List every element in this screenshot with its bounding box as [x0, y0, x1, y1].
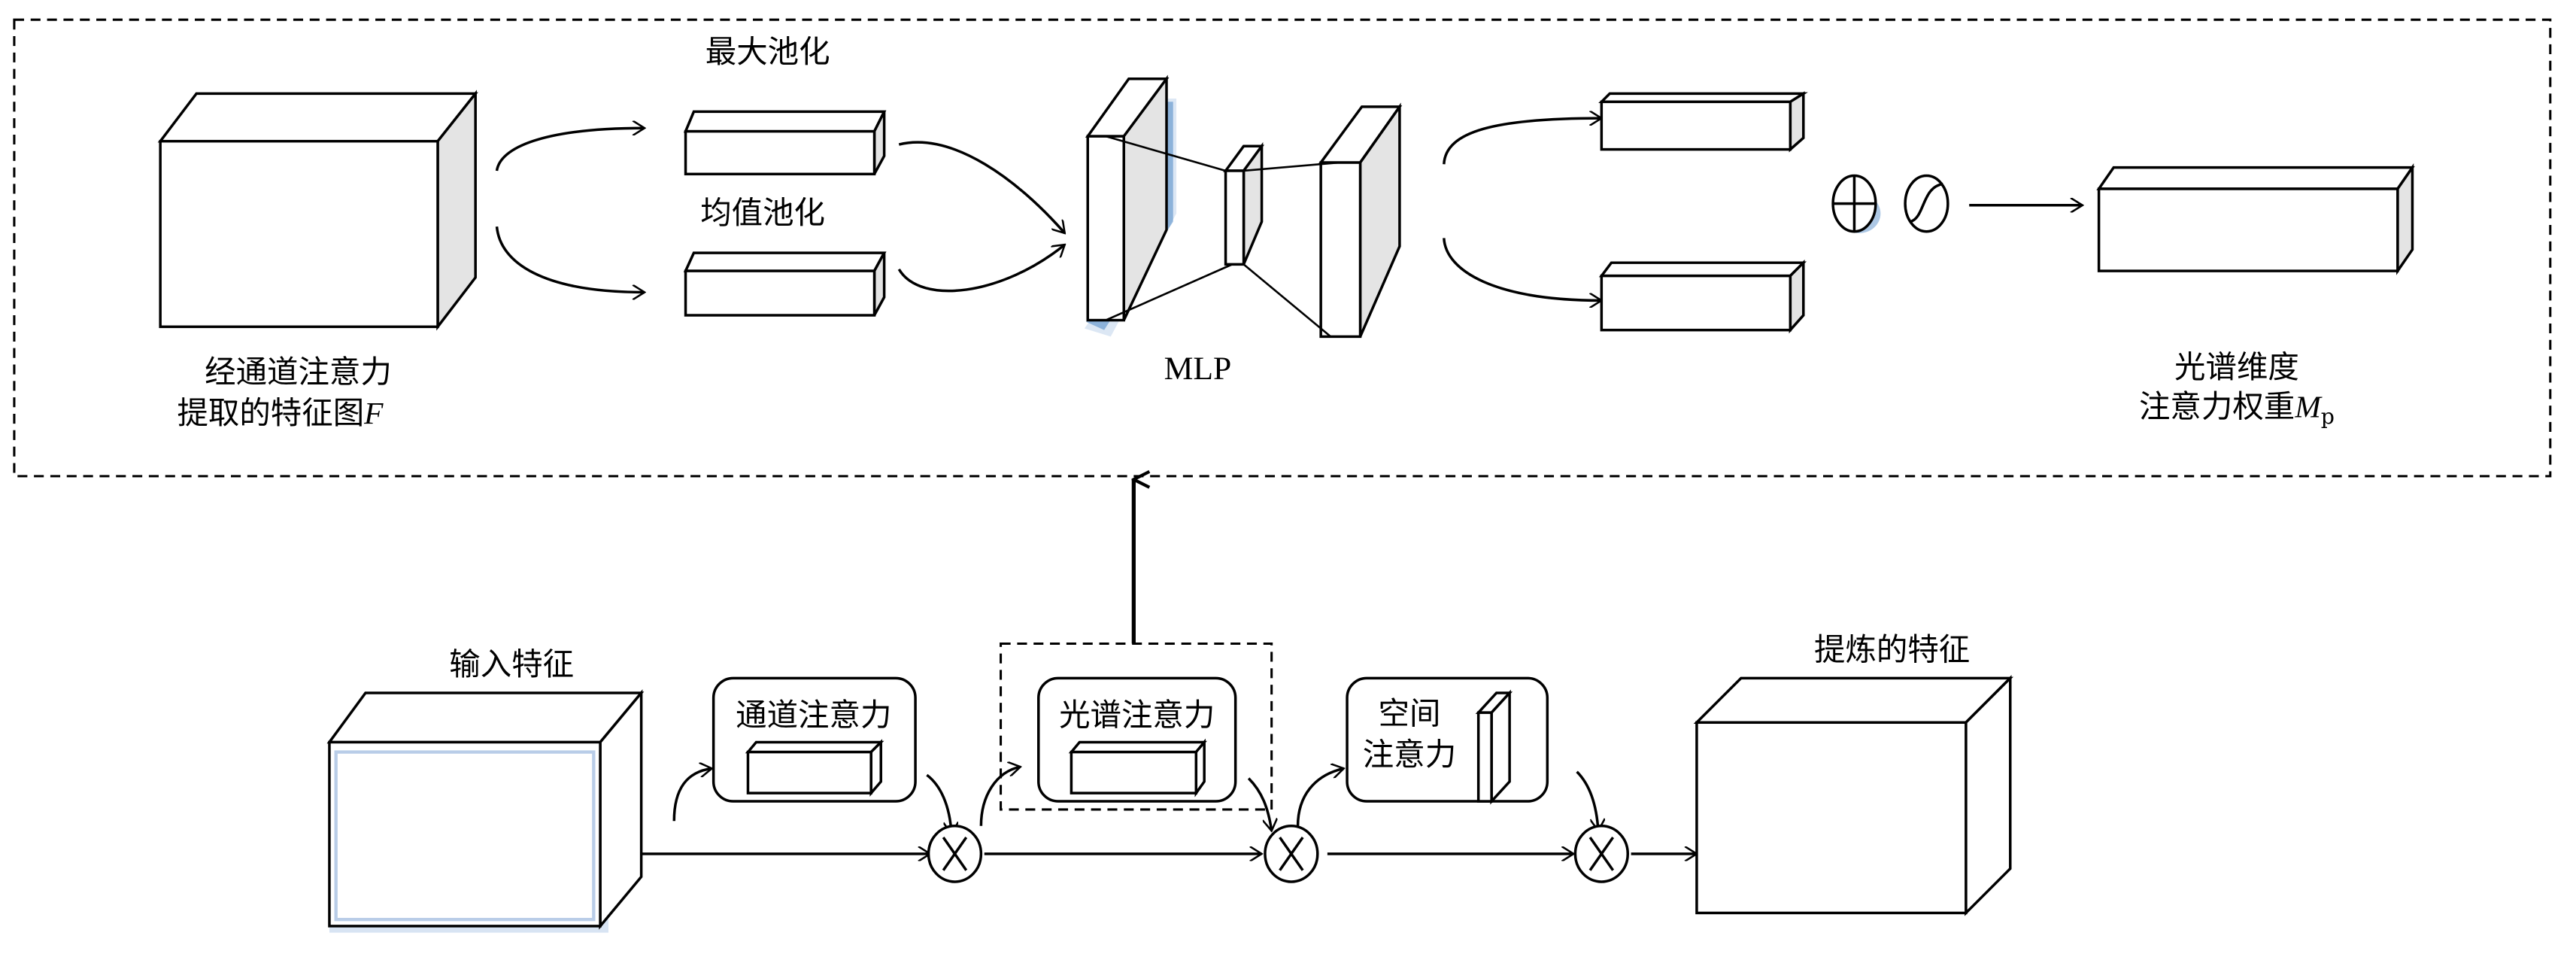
arrow-to-max-pool — [495, 128, 645, 172]
spectral-attention-module: 光谱注意力 — [1037, 676, 1237, 803]
multiply-operator-2 — [1264, 825, 1319, 883]
max-pool-block — [683, 110, 887, 176]
refined-feature-label: 提炼的特征 — [1814, 631, 1970, 667]
mlp-network — [1084, 74, 1403, 339]
arrow-mlp-to-lower-output — [1443, 238, 1602, 300]
channel-attention-label: 通道注意力 — [736, 697, 891, 734]
arrow-mlp-to-upper-output — [1443, 118, 1602, 165]
max-pool-label: 最大池化 — [705, 34, 830, 70]
arrow-to-spatial-attention — [1296, 768, 1344, 826]
pipeline-panel: 输入特征 通道注意力 — [326, 631, 2013, 933]
sigmoid-operator-icon — [1904, 174, 1949, 233]
spectral-weight-mp-block — [2096, 163, 2415, 275]
spectral-attention-highlight-border — [1000, 642, 1273, 811]
spatial-attention-label-line1: 空间 — [1379, 695, 1441, 731]
input-feature-label: 输入特征 — [449, 646, 574, 682]
spectral-attention-label: 光谱注意力 — [1059, 697, 1215, 734]
arrow-spectral-attention-to-mult2 — [1247, 777, 1272, 831]
avg-pool-label: 均值池化 — [700, 195, 825, 231]
feature-map-f-cube — [157, 90, 478, 331]
spatial-attention-module: 空间 注意力 — [1346, 676, 1549, 805]
arrow-to-spectral-attention — [979, 767, 1020, 826]
mlp-output-block-upper — [1598, 91, 1808, 153]
refined-feature-cube — [1693, 675, 2013, 916]
arrow-channel-attention-to-mult1 — [926, 773, 951, 834]
arrow-max-pool-to-mlp — [898, 141, 1064, 233]
weight-label-line2: 注意力权重Mp — [2139, 388, 2335, 429]
multiply-operator-3 — [1573, 825, 1630, 883]
add-operator-icon — [1831, 174, 1881, 233]
detail-panel-border — [13, 18, 2552, 478]
input-feature-cube — [326, 689, 645, 933]
arrow-to-channel-attention — [672, 768, 712, 822]
feature-map-label-line1: 经通道注意力 — [205, 354, 392, 390]
spatial-attention-label-line2: 注意力 — [1363, 737, 1456, 773]
multiply-operator-1 — [927, 825, 983, 883]
feature-map-label-line2: 提取的特征图F — [177, 395, 384, 431]
weight-label-line1: 光谱维度 — [2174, 349, 2299, 385]
arrow-avg-pool-to-mlp — [897, 245, 1064, 293]
mlp-output-block-lower — [1598, 259, 1807, 334]
spectral-attention-detail-panel: 经通道注意力 提取的特征图F 最大池化 均值池化 — [13, 18, 2552, 478]
channel-attention-module: 通道注意力 — [712, 676, 917, 803]
avg-pool-block — [683, 251, 887, 317]
mlp-label: MLP — [1164, 351, 1232, 387]
arrow-spatial-attention-to-mult3 — [1576, 770, 1598, 831]
arrow-to-avg-pool — [495, 226, 645, 292]
